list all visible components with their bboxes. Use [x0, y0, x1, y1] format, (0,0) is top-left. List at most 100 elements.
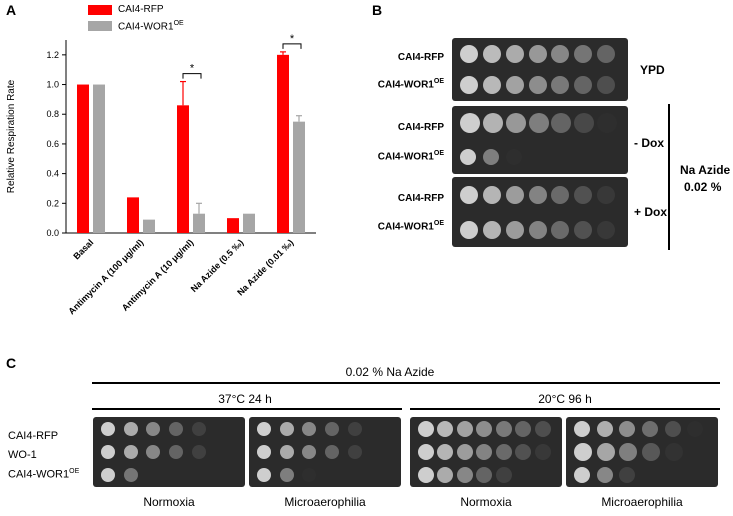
plate-minus-dox	[452, 106, 628, 174]
plate-c-37-microaero	[249, 417, 401, 487]
colony-spot	[574, 467, 590, 484]
label-ypd: YPD	[640, 63, 665, 77]
plate-ypd	[452, 38, 628, 101]
strain-label-c-0-main: CAI4-RFP	[8, 430, 59, 442]
colony-spot	[456, 467, 473, 484]
bar-rfp	[127, 197, 139, 233]
colony-spot	[551, 185, 570, 204]
strain-label-c-2-main: CAI4-WOR1	[8, 468, 70, 481]
legend-wor1-label-main: CAI4-WOR1	[118, 21, 174, 33]
y-tick-label: 1.2	[46, 50, 59, 60]
colony-spot	[495, 467, 512, 484]
panel-b-letter: B	[372, 2, 383, 18]
strain-label-b-1-sup: OE	[433, 78, 444, 85]
colony-spot	[515, 420, 532, 437]
y-axis-label: Relative Respiration Rate	[6, 79, 17, 193]
category-label: Na Azide (0.5 ‰)	[189, 237, 246, 294]
plate-plus-dox	[452, 177, 628, 247]
legend-wor1-label-sup: OE	[173, 20, 184, 27]
label-plus-dox: + Dox	[634, 205, 668, 219]
colony-spot	[325, 421, 339, 436]
bar-rfp	[227, 218, 239, 233]
bar-rfp	[177, 105, 189, 233]
caption-c-1: Normoxia	[143, 495, 195, 509]
colony-spot	[169, 421, 183, 436]
panel-c-letter: C	[6, 355, 17, 371]
bar-wor1	[293, 121, 305, 233]
colony-spot	[528, 44, 547, 63]
colony-spot	[146, 421, 161, 436]
header-line	[92, 382, 720, 384]
colony-spot	[574, 113, 595, 133]
colony-spot	[551, 113, 572, 133]
colony-spot	[302, 421, 317, 436]
colony-spot	[101, 421, 115, 436]
colony-spot	[529, 149, 545, 165]
plate-c-37-normoxia	[93, 417, 245, 487]
colony-spot	[460, 76, 478, 95]
colony-spot	[279, 445, 294, 459]
legend-wor1: CAI4-WOR1OE	[88, 20, 184, 32]
cond-37c: 37°C 24 h	[218, 392, 272, 406]
colony-spot	[551, 149, 567, 165]
colony-spot	[597, 113, 617, 133]
colony-spot	[460, 113, 480, 133]
strain-label-b-2-main: CAI4-RFP	[397, 122, 444, 133]
bar-wor1	[93, 84, 105, 234]
colony-spot	[482, 113, 503, 133]
caption-c-4: Microaerophilia	[601, 495, 683, 509]
colony-spot	[574, 420, 590, 437]
colony-spot	[325, 468, 339, 482]
colony-spot	[597, 185, 616, 204]
colony-spot	[687, 443, 705, 461]
colony-spot	[460, 149, 476, 165]
y-tick-label: 1.0	[46, 80, 59, 90]
colony-spot	[370, 445, 384, 459]
colony-spot	[476, 444, 493, 460]
colony-spot	[505, 220, 524, 239]
colony-spot	[574, 149, 590, 165]
y-tick-label: 0.8	[46, 109, 59, 119]
plate-c-20-normoxia	[410, 417, 562, 487]
colony-spot	[418, 420, 434, 437]
caption-c-2: Microaerophilia	[284, 495, 366, 509]
colony-spot	[214, 468, 228, 482]
colony-spot	[279, 468, 294, 483]
colony-spot	[551, 220, 570, 239]
colony-spot	[505, 185, 524, 204]
strain-label-c-2: CAI4-WOR1OE	[8, 468, 92, 481]
strain-label-b-4-main: CAI4-RFP	[397, 193, 444, 204]
colony-spot	[456, 420, 473, 437]
colony-spot	[642, 443, 660, 461]
panel-a-letter: A	[6, 2, 17, 18]
colony-spot	[302, 445, 317, 459]
strain-label-c-0: CAI4-RFP	[8, 430, 92, 442]
colony-spot	[347, 421, 362, 436]
colony-spot	[437, 444, 454, 460]
colony-spot	[506, 149, 522, 165]
colony-spot	[418, 444, 434, 460]
plate-c-20-microaero	[566, 417, 718, 487]
colony-spot	[482, 185, 501, 204]
strain-label-b-3-sup: OE	[433, 150, 444, 157]
colony-spot	[574, 443, 592, 461]
colony-spot	[574, 76, 593, 95]
colony-spot	[476, 420, 493, 437]
colony-spot	[528, 220, 547, 239]
colony-spot	[437, 420, 454, 437]
colony-spot	[515, 467, 531, 483]
category-label: Basal	[71, 237, 95, 261]
colony-spot	[302, 468, 316, 482]
cond-20c: 20°C 96 h	[538, 392, 592, 406]
colony-spot	[528, 113, 549, 133]
colony-spot	[687, 467, 703, 483]
strain-label-b-5-main: CAI4-WOR1	[377, 221, 434, 233]
azide-bracket-line	[668, 104, 670, 250]
y-tick-label: 0.0	[46, 228, 59, 238]
legend-rfp-swatch	[88, 4, 112, 15]
label-minus-dox: - Dox	[634, 136, 664, 150]
colony-spot	[460, 220, 478, 239]
colony-spot	[505, 44, 524, 63]
legend-rfp-label: CAI4-RFP	[118, 4, 164, 15]
colony-spot	[257, 421, 271, 436]
